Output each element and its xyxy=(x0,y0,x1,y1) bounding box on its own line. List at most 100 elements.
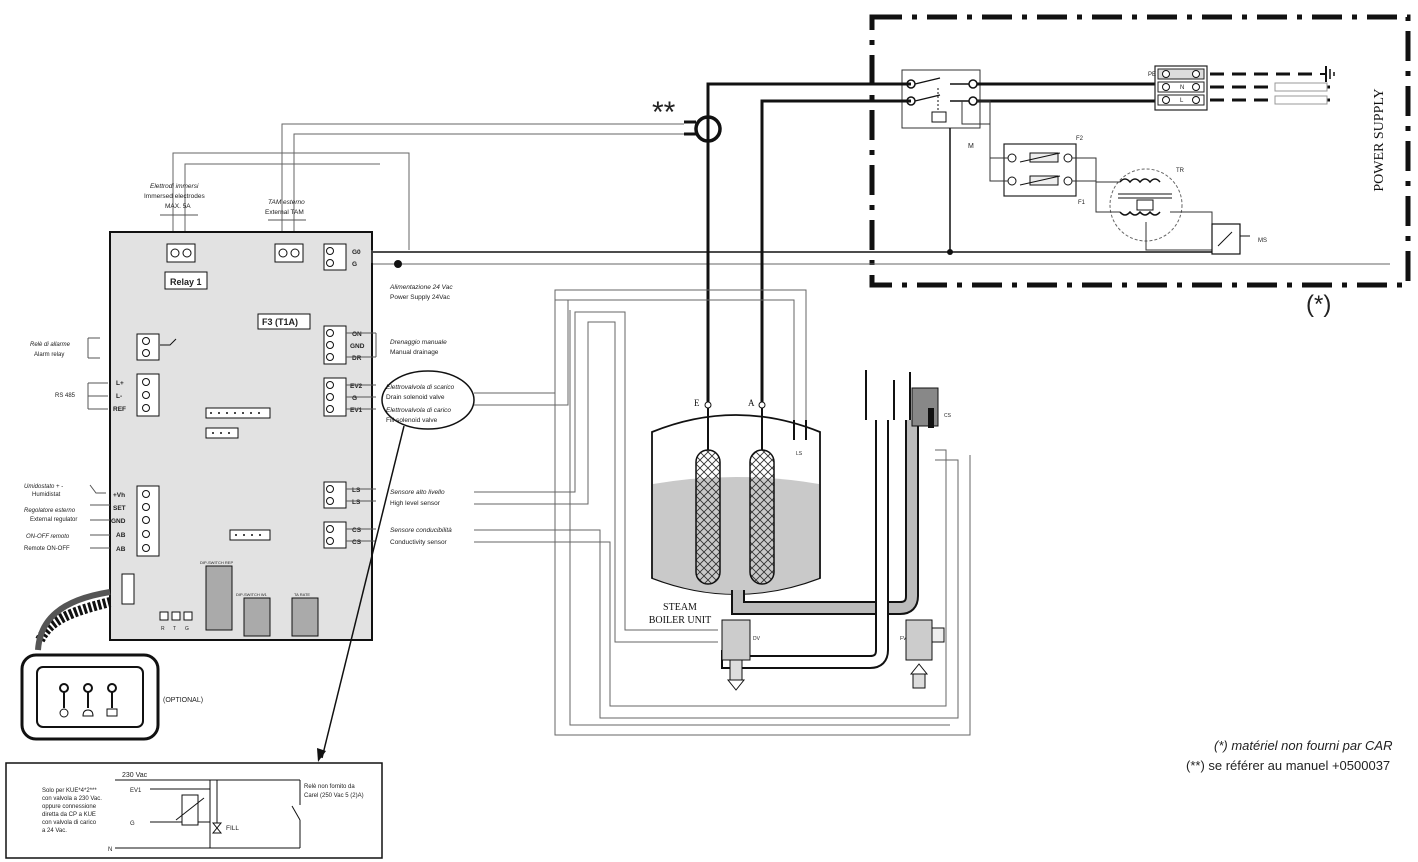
transformer-tag: TR xyxy=(1176,168,1185,174)
fuse-block xyxy=(1003,143,1077,197)
max-switch xyxy=(1211,223,1250,255)
level-sensor-tag: LS xyxy=(796,451,803,457)
conductivity-sensor xyxy=(911,387,939,428)
electrodes-label-it: Elettrodi immersi xyxy=(150,183,199,190)
term-g2: G xyxy=(352,395,357,402)
inset-note-3: oppure connessione xyxy=(42,804,97,810)
dip-switch-2: DIP-SWITCH W1 xyxy=(236,592,268,597)
electrode-connector xyxy=(166,243,196,263)
relay-label: Relay 1 xyxy=(170,277,202,287)
valve-callout-ellipse xyxy=(381,370,475,430)
power-label-it: Alimentazione 24 Vac xyxy=(389,284,453,291)
fill-valve-tag: FV xyxy=(900,636,907,642)
inset-g: G xyxy=(130,821,135,827)
fuse-label: F3 (T1A) xyxy=(262,317,298,327)
inset-voltage: 230 Vac xyxy=(122,772,148,779)
inset-note-1: Solo per KUE*4*2*** xyxy=(42,788,97,794)
phase-n-tag: N xyxy=(1180,85,1184,91)
steam-boiler xyxy=(651,401,821,595)
term-g0: G0 xyxy=(352,249,361,256)
regulator-label-en: External regulator xyxy=(30,517,77,523)
footnote-1: (*) matériel non fourni par CAR xyxy=(1214,738,1392,753)
power-icon xyxy=(59,708,69,718)
electrodes-label-en: Immersed electrodes xyxy=(144,193,205,200)
ls-label-it: Sensore alto livello xyxy=(390,489,445,496)
inset-n: N xyxy=(108,847,112,853)
alarm-icon xyxy=(106,708,118,717)
term-lm: L- xyxy=(116,393,122,400)
power-label-en: Power Supply 24Vac xyxy=(390,294,451,301)
term-ev1: EV1 xyxy=(350,407,363,414)
cs-label-en: Conductivity sensor xyxy=(390,539,448,546)
cloud-icon xyxy=(82,709,94,717)
drain-label-en: Manual drainage xyxy=(390,349,439,356)
inset-ev1: EV1 xyxy=(130,788,142,794)
fuse-f1-tag: F1 xyxy=(1078,200,1086,206)
term-ls1: LS xyxy=(352,487,361,494)
main-switch xyxy=(901,69,981,129)
tam-label-it: TAM esterno xyxy=(268,199,305,206)
inset-note-right-2: Carel (250 Vac 5 (2)A) xyxy=(304,793,364,799)
term-ref: REF xyxy=(113,406,126,413)
term-dr: DR xyxy=(352,355,362,362)
regulator-label-it: Regolatore esterno xyxy=(24,508,76,514)
ev2-label-en: Drain solenoid valve xyxy=(386,394,445,401)
fuse-f2-tag: F2 xyxy=(1076,136,1084,142)
supply-terminal-block xyxy=(1154,65,1208,111)
tam-label-en: External TAM xyxy=(265,209,304,216)
power-supply-enclosure xyxy=(869,14,1411,288)
baud-rate: TA RATE xyxy=(294,592,310,597)
optional-label: (OPTIONAL) xyxy=(163,697,203,704)
current-sensor-marker: ** xyxy=(652,96,676,129)
drain-label-it: Drenaggio manuale xyxy=(390,339,447,346)
term-ab1: AB xyxy=(116,532,126,539)
alarm-label-en: Alarm relay xyxy=(34,352,64,358)
control-board xyxy=(109,231,373,641)
humidistat-label-it: Umidostato + - xyxy=(24,484,63,490)
term-ls2: LS xyxy=(352,499,361,506)
term-lp: L+ xyxy=(116,380,124,387)
phase-l-tag: L xyxy=(1180,98,1184,104)
max-switch-tag: MS xyxy=(1258,238,1267,244)
footnote-2: (**) se référer au manuel +0500037 xyxy=(1186,758,1390,773)
electrode-a xyxy=(749,449,775,585)
not-supplied-marker: (*) xyxy=(1306,291,1331,318)
led-r: R xyxy=(161,626,165,632)
inset-note-6: a 24 Vac. xyxy=(42,828,67,834)
board-connectors xyxy=(121,407,319,637)
phase-pe-tag: PE xyxy=(1148,72,1156,78)
earth-icon xyxy=(1320,66,1335,82)
power-supply-label: POWER SUPPLY xyxy=(1372,88,1387,191)
main-switch-tag: M xyxy=(968,143,974,150)
relay-label-box xyxy=(164,271,208,290)
ev1-label-en: Fill solenoid valve xyxy=(386,417,438,424)
led-g: G xyxy=(185,626,189,632)
inset-note-2: con valvola a 230 Vac. xyxy=(42,796,102,802)
fill-valve xyxy=(905,619,945,689)
electrode-e xyxy=(695,449,721,585)
steam-unit-line1: STEAM xyxy=(663,602,697,613)
term-gnd-left: GND xyxy=(111,518,126,525)
onoff-label-it: ON-OFF remoto xyxy=(26,534,70,540)
left-screws xyxy=(142,337,150,552)
rs485-label: RS 485 xyxy=(55,393,76,399)
term-ev2: EV2 xyxy=(350,383,363,390)
term-vh: +Vh xyxy=(113,492,125,499)
onoff-label-en: Remote ON-OFF xyxy=(24,546,70,552)
right-screws xyxy=(326,247,334,545)
electrode-e-tag: E xyxy=(694,398,700,408)
dip-switch-1: DIP-SWITCH REP xyxy=(200,560,233,565)
signal-wiring xyxy=(371,250,971,736)
term-on: ON xyxy=(352,331,362,338)
inset-note-5: con valvola di carico xyxy=(42,820,97,826)
cs-label-it: Sensore conducibilità xyxy=(390,527,452,534)
water-piping xyxy=(721,370,919,669)
optional-terminal xyxy=(20,589,160,741)
led-t: T xyxy=(173,626,176,632)
inset-note-right-1: Relè non fornito da xyxy=(304,784,355,790)
ev1-label-it: Elettrovalvola di carico xyxy=(386,407,451,414)
alarm-label-it: Relè di allarme xyxy=(30,342,71,348)
term-set: SET xyxy=(113,505,126,512)
term-gnd: GND xyxy=(350,343,365,350)
term-cs1: CS xyxy=(352,527,362,534)
